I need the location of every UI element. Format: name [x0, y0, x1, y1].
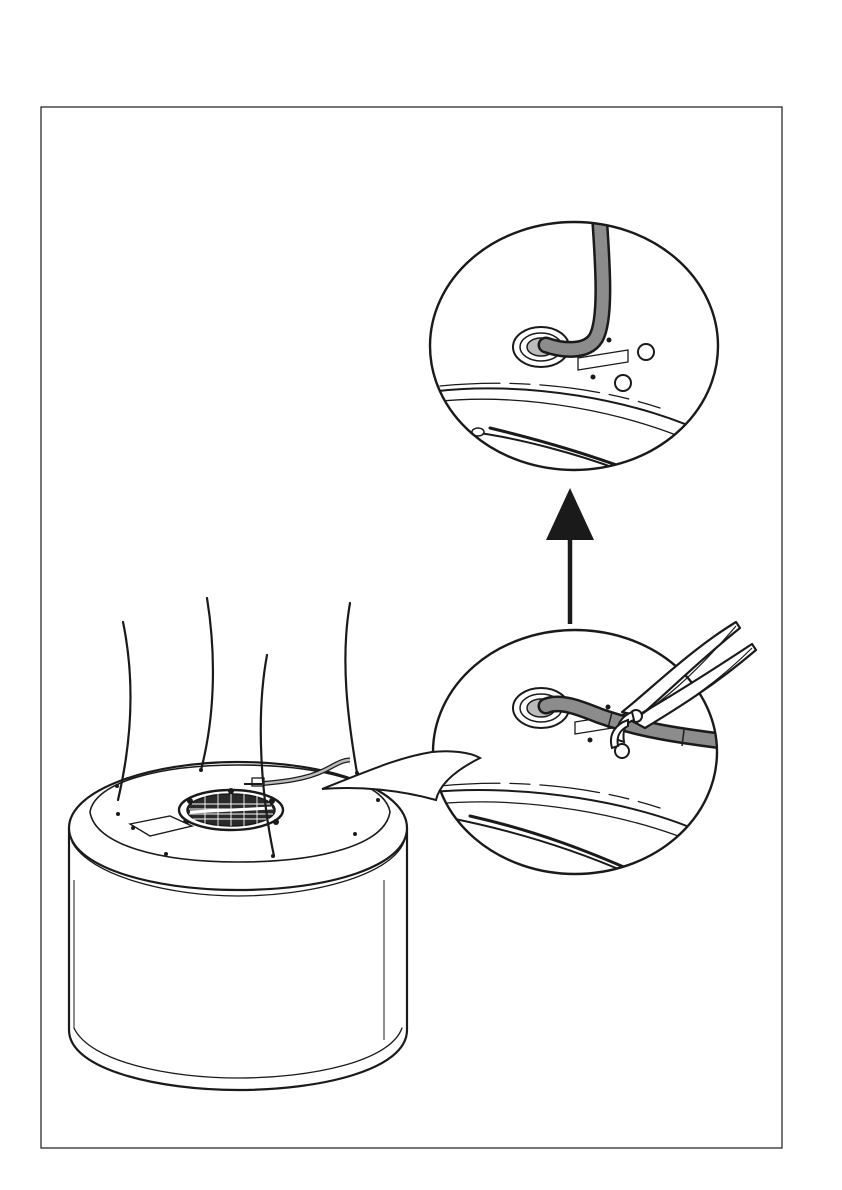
screw-hole	[638, 344, 654, 360]
suspension-cable	[201, 598, 213, 770]
detail-view-hose-inserted	[430, 222, 720, 470]
suspension-cable	[118, 622, 130, 800]
main-view-hood-body	[69, 598, 480, 1090]
direction-arrow-up	[546, 488, 594, 624]
suspension-cable	[345, 603, 357, 773]
detail-view-pliers-action	[432, 622, 756, 874]
